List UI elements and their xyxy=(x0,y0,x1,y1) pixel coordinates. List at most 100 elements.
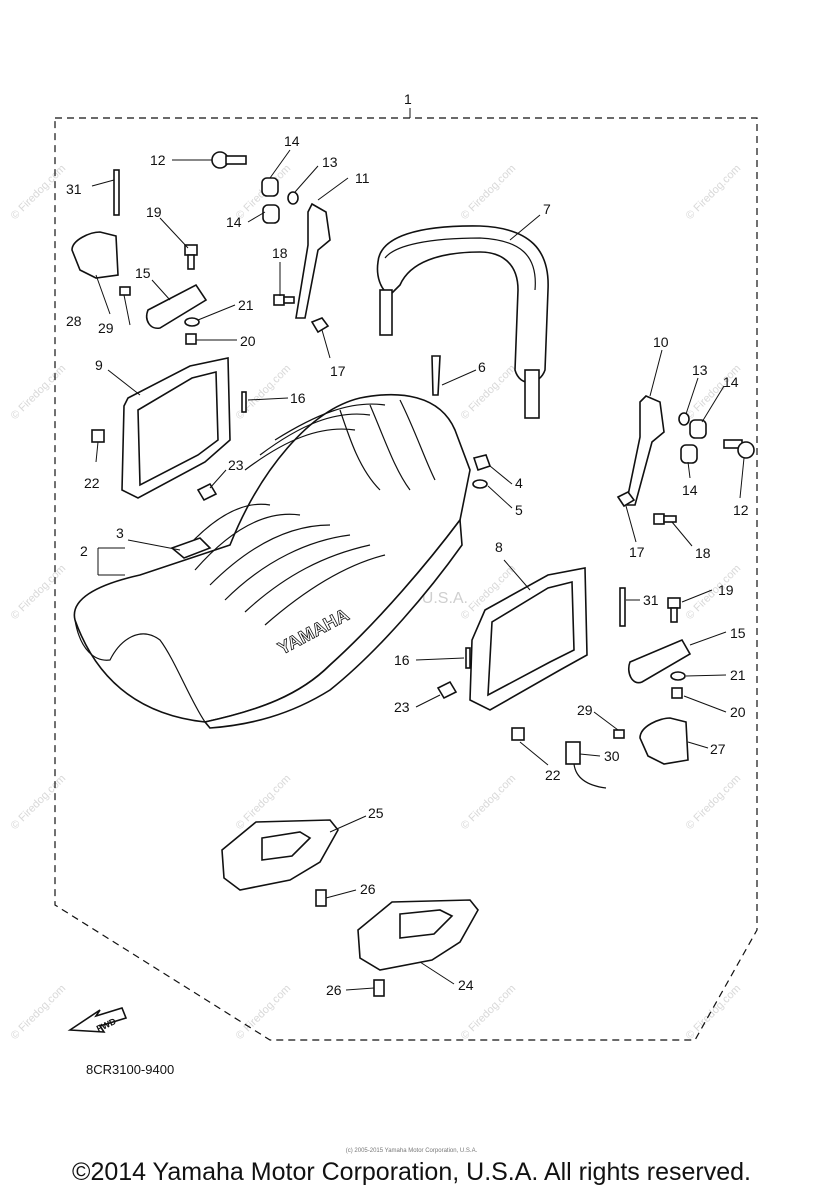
bolt-29-right xyxy=(613,729,625,739)
callout-21-right: 21 xyxy=(730,667,746,683)
watermark: © Firedog.com xyxy=(9,773,69,833)
callout-20-right: 20 xyxy=(730,704,746,720)
spacer-14-left-top xyxy=(261,177,279,197)
spacer-14-left-bottom xyxy=(262,204,280,224)
leader-lines xyxy=(91,149,745,991)
watermark: © Firedog.com xyxy=(684,163,744,223)
washer-13-right xyxy=(678,412,690,426)
callout-31-right: 31 xyxy=(643,592,659,608)
pin-16-right xyxy=(465,647,471,669)
seat-patch xyxy=(170,537,212,559)
watermark: © Firedog.com xyxy=(459,163,519,223)
nut-17-left xyxy=(310,317,330,334)
diagram-code: 8CR3100-9400 xyxy=(86,1062,175,1077)
pin-6 xyxy=(431,355,441,396)
callouts: 31 12 14 13 11 7 19 14 18 15 21 28 29 20… xyxy=(66,133,749,998)
watermark: © Firedog.com xyxy=(234,983,294,1043)
callout-1: 1 xyxy=(404,91,412,107)
assembly-boundary xyxy=(54,117,758,1041)
washer-21-right xyxy=(670,671,686,681)
callout-14-right-bottom: 14 xyxy=(682,482,698,498)
watermark: © Firedog.com xyxy=(684,563,744,623)
callout-26-top: 26 xyxy=(360,881,376,897)
callout-6: 6 xyxy=(478,359,486,375)
bolt-19-left xyxy=(184,244,198,270)
nut-20-left xyxy=(185,333,197,345)
pin-16-left xyxy=(241,391,247,413)
callout-5: 5 xyxy=(515,502,523,518)
washer-5 xyxy=(472,479,488,489)
callout-2: 2 xyxy=(80,543,88,559)
bracket-27 xyxy=(639,717,689,765)
callout-19-left: 19 xyxy=(146,204,162,220)
callout-10: 10 xyxy=(653,334,669,350)
bolt-22-left xyxy=(91,429,105,443)
footrest-24 xyxy=(357,899,479,971)
tiny-credit: (c) 2005-2015 Yamaha Motor Corporation, … xyxy=(345,1148,478,1154)
callout-17-right: 17 xyxy=(629,544,645,560)
callout-7: 7 xyxy=(543,201,551,217)
callout-11: 11 xyxy=(355,170,370,186)
washer-13-left xyxy=(287,191,299,205)
callout-16-left: 16 xyxy=(290,390,306,406)
callout-18-right: 18 xyxy=(695,545,711,561)
footrest-25 xyxy=(221,819,339,891)
bolt-19-right xyxy=(667,597,681,623)
callout-15-right: 15 xyxy=(730,625,746,641)
watermark: © Firedog.com xyxy=(459,363,519,423)
backrest xyxy=(376,225,549,419)
spacer-14-right-bottom xyxy=(680,444,698,464)
callout-15-left: 15 xyxy=(135,265,151,281)
nut-17-right xyxy=(616,490,636,508)
bolt-18-left xyxy=(273,294,295,306)
watermark: © Firedog.com xyxy=(684,983,744,1043)
callout-4: 4 xyxy=(515,475,523,491)
callout-24: 24 xyxy=(458,977,474,993)
nut-23-right xyxy=(436,680,458,700)
bolt-22-right xyxy=(511,727,525,741)
callout-18-left: 18 xyxy=(272,245,288,261)
callout-14-left-bottom: 14 xyxy=(226,214,242,230)
watermark: © Firedog.com xyxy=(459,773,519,833)
callout-28: 28 xyxy=(66,313,82,329)
nut-4 xyxy=(472,454,492,472)
callout-27: 27 xyxy=(710,741,726,757)
callout-26-bottom: 26 xyxy=(326,982,342,998)
callout-12-left: 12 xyxy=(150,152,166,168)
bolt-26-top xyxy=(315,889,327,907)
callout-3: 3 xyxy=(116,525,124,541)
callout-13-right: 13 xyxy=(692,362,708,378)
callout-31-left: 31 xyxy=(66,181,82,197)
callout-23-right: 23 xyxy=(394,699,410,715)
knob-12-right xyxy=(723,439,755,459)
callout-13-left: 13 xyxy=(322,154,338,170)
fwd-arrow-icon xyxy=(67,1007,128,1033)
callout-25: 25 xyxy=(368,805,384,821)
bolt-31-right xyxy=(619,587,626,627)
callout-20-left: 20 xyxy=(240,333,256,349)
switch-30 xyxy=(565,741,607,789)
callout-16-right: 16 xyxy=(394,652,410,668)
callout-22-left: 22 xyxy=(84,475,100,491)
callout-12-right: 12 xyxy=(733,502,749,518)
seat: YAMAHA xyxy=(73,393,471,729)
knob-12-left xyxy=(211,151,247,169)
nut-23-left xyxy=(196,482,218,502)
grip-15-left xyxy=(145,283,208,330)
callout-23-left: 23 xyxy=(228,457,244,473)
callout-14-left-top: 14 xyxy=(284,133,300,149)
callout-19-right: 19 xyxy=(718,582,734,598)
watermark: © Firedog.com xyxy=(9,563,69,623)
spacer-14-right-top xyxy=(689,419,707,439)
callout-22-right: 22 xyxy=(545,767,561,783)
bolt-18-right xyxy=(653,513,677,525)
bolt-26-bottom xyxy=(373,979,385,997)
watermark: © Firedog.com xyxy=(684,773,744,833)
watermark: © Firedog.com xyxy=(9,363,69,423)
callout-29-right: 29 xyxy=(577,702,593,718)
stay-10 xyxy=(625,395,665,506)
nut-20-right xyxy=(671,687,683,699)
bolt-31-left xyxy=(113,169,120,216)
callout-8: 8 xyxy=(495,539,503,555)
callout-14-right-top: 14 xyxy=(723,374,739,390)
